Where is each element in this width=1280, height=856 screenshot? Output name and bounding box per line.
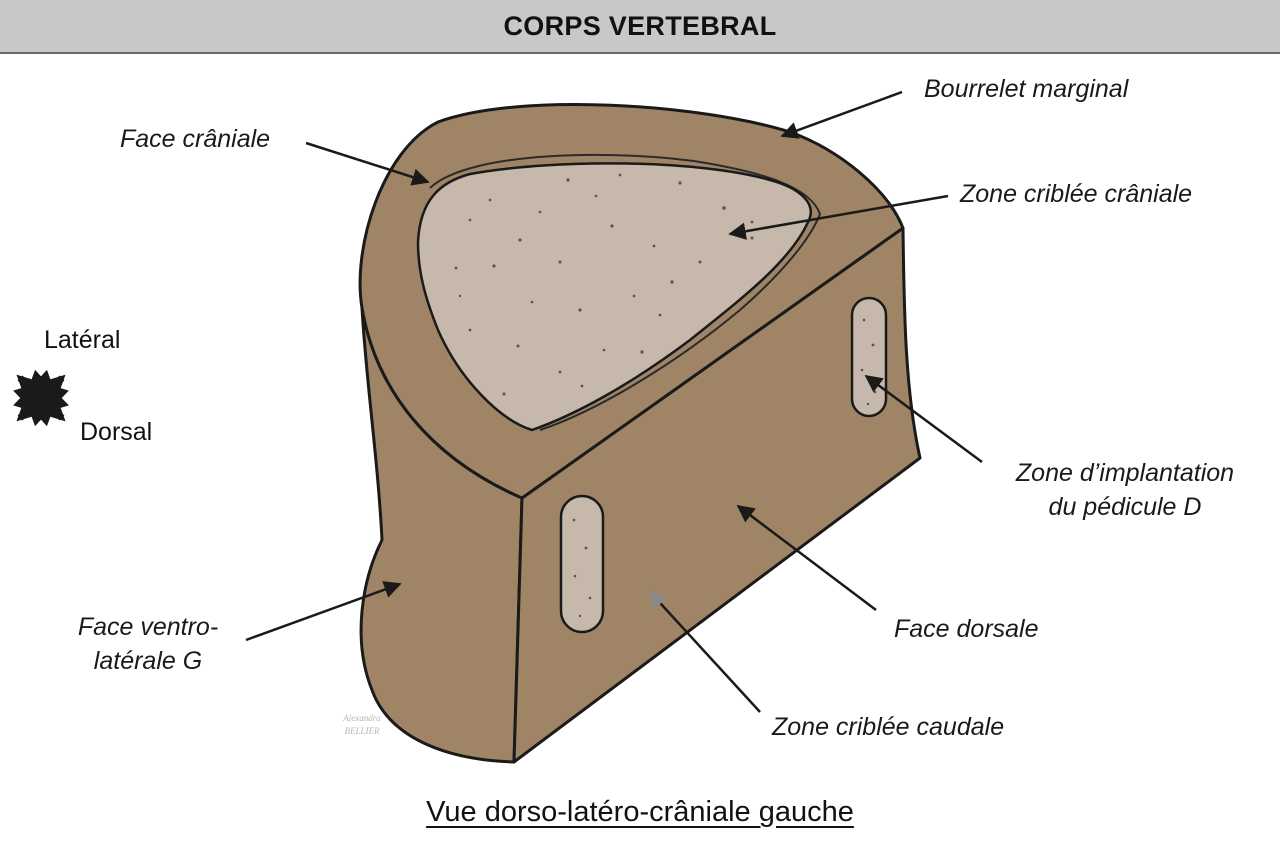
title-bar: CORPS VERTEBRAL (0, 0, 1280, 54)
arrow-zone-criblee-craniale (728, 194, 949, 240)
zone-implantation-pedicule-right (850, 296, 888, 418)
author-signature: Alexandra BELLIER (326, 712, 398, 738)
label-face-craniale: Face crâniale (120, 125, 271, 153)
pores-craniale (454, 173, 754, 396)
page-title: CORPS VERTEBRAL (503, 10, 777, 41)
arrow-face-ventro (245, 581, 402, 642)
label-face-ventro-line1: Face ventro- (77, 613, 219, 641)
figure-caption: Vue dorso-latéro-crâniale gauche (0, 796, 1280, 829)
orientation-dorsal-label: Dorsal (80, 418, 153, 446)
label-zone-implantation-line2: du pédicule D (1048, 493, 1202, 521)
pores-pedicule-left (572, 518, 592, 618)
signature-line2: BELLIER (344, 726, 380, 736)
signature-line1: Alexandra (343, 713, 381, 723)
label-face-dorsale: Face dorsale (894, 615, 1039, 643)
zone-implantation-pedicule-left (559, 494, 605, 634)
orientation-lateral-label: Latéral (44, 326, 121, 354)
arrow-zone-criblee-caudale (648, 590, 761, 713)
bourrelet-rim (429, 153, 822, 431)
label-bourrelet-marginal: Bourrelet marginal (924, 75, 1129, 103)
arrow-zone-implantation (864, 374, 983, 464)
label-zone-criblee-caudale: Zone criblée caudale (772, 713, 1005, 741)
orientation-cross-icon (13, 369, 69, 427)
arrow-face-craniale (305, 141, 430, 186)
figure-caption-text: Vue dorso-latéro-crâniale gauche (426, 796, 854, 828)
zone-criblee-craniale (416, 162, 812, 432)
label-face-ventro-laterale: Face ventro- latérale G (60, 610, 236, 678)
label-zone-criblee-craniale: Zone criblée crâniale (960, 180, 1193, 208)
arrow-face-dorsale (736, 504, 877, 611)
arrow-bourrelet (780, 90, 903, 139)
face-dorsale (512, 226, 922, 764)
label-zone-implantation: Zone d’implantation du pédicule D (1000, 456, 1250, 524)
label-face-ventro-line2: latérale G (93, 647, 203, 675)
label-zone-implantation-line1: Zone d’implantation (1015, 459, 1235, 487)
